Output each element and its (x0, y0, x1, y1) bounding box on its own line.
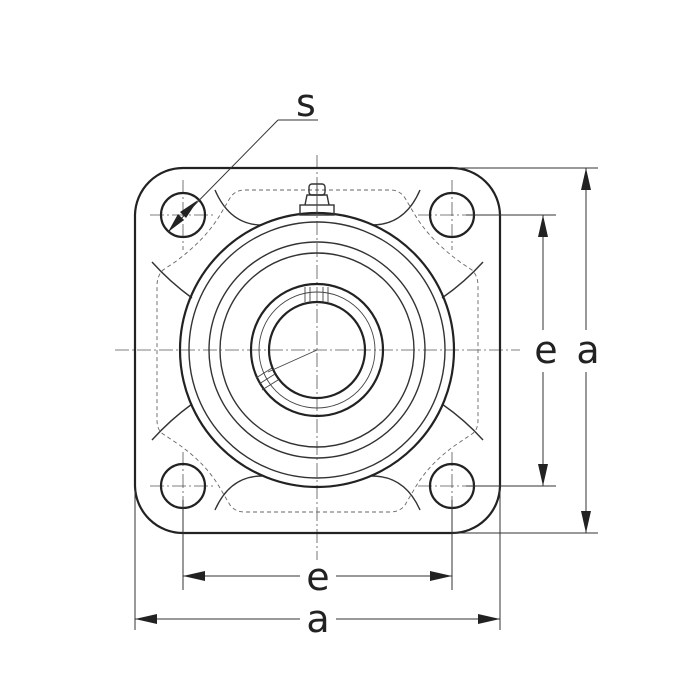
dimension-a-vertical: a (452, 167, 600, 534)
dimension-a-horizontal: a (134, 490, 501, 641)
bolt-hole-top-left (159, 191, 207, 239)
dimension-label-e-horizontal: e (306, 555, 329, 599)
dimension-e-vertical: e (466, 214, 558, 487)
shaft-bore (267, 300, 367, 400)
dimension-s: s (167, 81, 318, 233)
bolt-holes (159, 191, 476, 510)
dimension-label-a-vertical: a (576, 328, 599, 372)
dimension-label-a-horizontal: a (306, 597, 329, 641)
dimension-label-s: s (296, 81, 316, 125)
dimension-label-e-vertical: e (534, 328, 557, 372)
center-lines (115, 155, 520, 560)
dimension-e-horizontal: e (182, 500, 453, 599)
grease-nipple-icon (299, 183, 335, 216)
